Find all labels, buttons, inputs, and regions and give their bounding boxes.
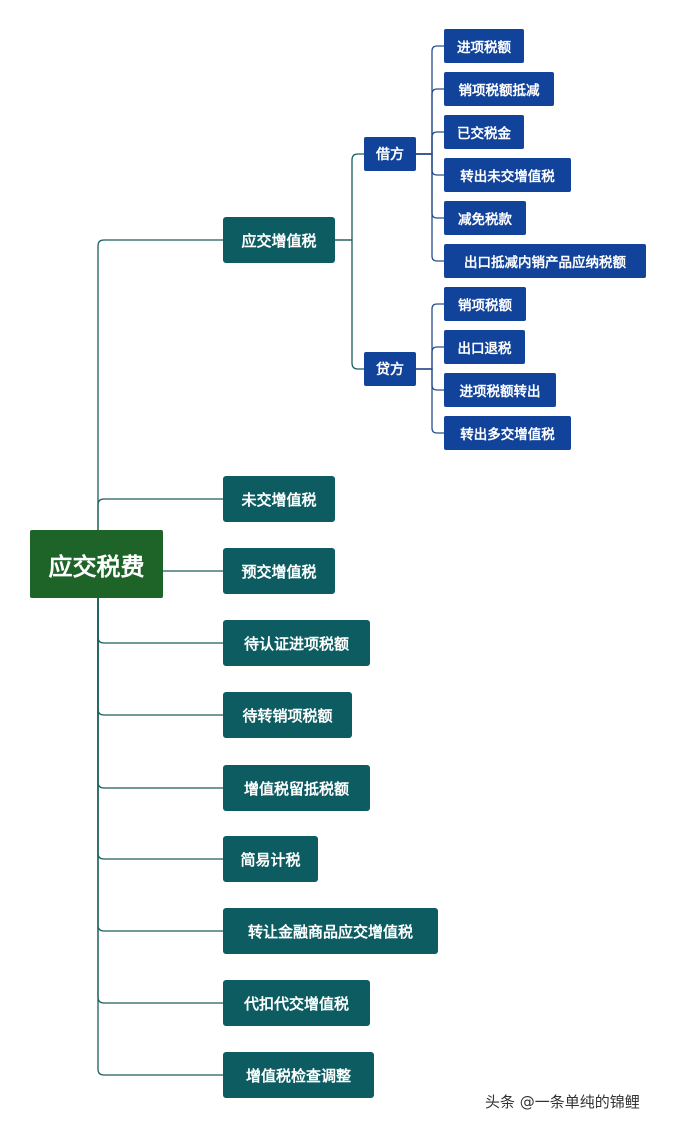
branch-node-9[interactable]: 代扣代交增值税 (223, 980, 370, 1026)
connector-leaf-1-4 (416, 153, 444, 176)
side-node-1[interactable]: 借方 (364, 137, 416, 171)
connector-leaf-1-3 (416, 131, 444, 155)
connector-side-1 (335, 153, 364, 241)
connector-branch-7 (97, 593, 223, 860)
branch-node-5[interactable]: 待转销项税额 (223, 692, 352, 738)
connector-leaf-2-1 (416, 303, 444, 370)
branch-node-2[interactable]: 未交增值税 (223, 476, 335, 522)
connector-branch-4 (97, 593, 223, 644)
connector-branch-1 (97, 239, 223, 535)
branch-node-1[interactable]: 应交增值税 (223, 217, 335, 263)
leaf-node-1-5[interactable]: 减免税款 (444, 201, 526, 235)
leaf-node-2-3[interactable]: 进项税额转出 (444, 373, 556, 407)
root-node[interactable]: 应交税费 (30, 530, 163, 598)
leaf-node-1-1[interactable]: 进项税额 (444, 29, 524, 63)
branch-node-4[interactable]: 待认证进项税额 (223, 620, 370, 666)
branch-node-10[interactable]: 增值税检查调整 (223, 1052, 374, 1098)
leaf-node-2-1[interactable]: 销项税额 (444, 287, 526, 321)
connector-leaf-1-6 (416, 153, 444, 262)
leaf-node-1-6[interactable]: 出口抵减内销产品应纳税额 (444, 244, 646, 278)
leaf-node-1-4[interactable]: 转出未交增值税 (444, 158, 571, 192)
side-node-2[interactable]: 贷方 (364, 352, 416, 386)
leaf-node-1-3[interactable]: 已交税金 (444, 115, 524, 149)
connector-leaf-1-5 (416, 153, 444, 219)
connector-leaf-2-3 (416, 368, 444, 391)
connector-leaf-2-2 (416, 346, 444, 370)
connector-branch-2 (97, 498, 223, 535)
connector-branch-9 (97, 593, 223, 1004)
connector-leaf-2-4 (416, 368, 444, 434)
connector-branch-10 (97, 593, 223, 1076)
branch-node-8[interactable]: 转让金融商品应交增值税 (223, 908, 438, 954)
branch-node-3[interactable]: 预交增值税 (223, 548, 335, 594)
connector-branch-8 (97, 593, 223, 932)
leaf-node-2-2[interactable]: 出口退税 (444, 330, 525, 364)
connector-branch-6 (97, 593, 223, 789)
connector-branch-5 (97, 593, 223, 716)
connector-leaf-1-2 (416, 88, 444, 155)
branch-node-7[interactable]: 简易计税 (223, 836, 318, 882)
connector-leaf-1-1 (416, 45, 444, 155)
leaf-node-2-4[interactable]: 转出多交增值税 (444, 416, 571, 450)
branch-node-6[interactable]: 增值税留抵税额 (223, 765, 370, 811)
leaf-node-1-2[interactable]: 销项税额抵减 (444, 72, 554, 106)
watermark: 头条 @一条单纯的锦鲤 (485, 1093, 640, 1111)
connector-side-2 (335, 239, 364, 370)
